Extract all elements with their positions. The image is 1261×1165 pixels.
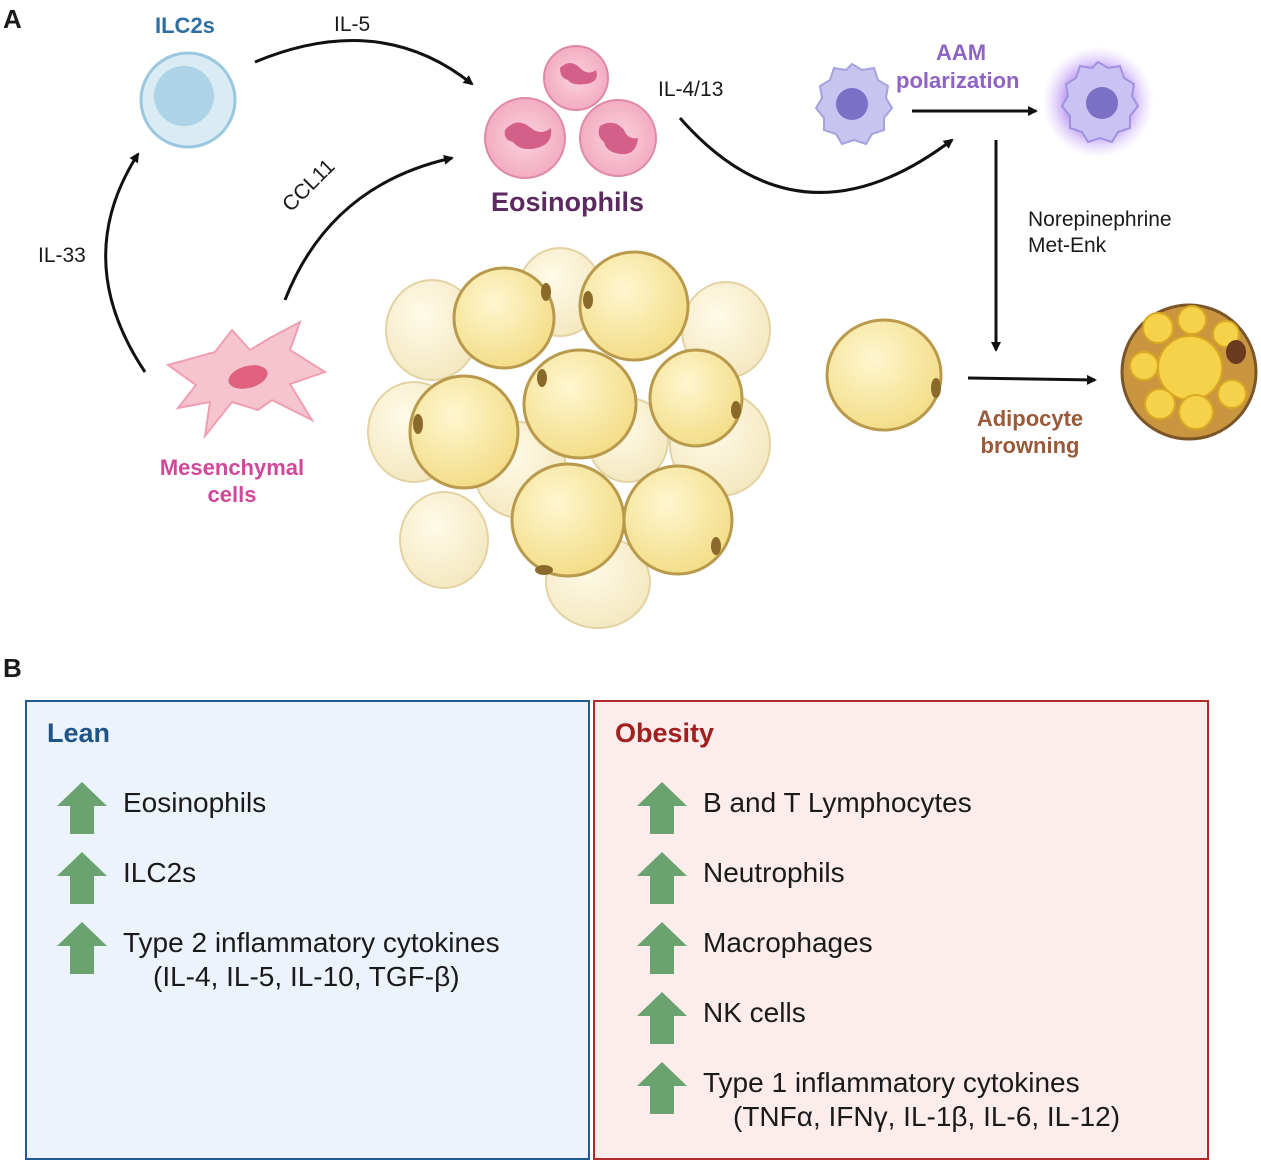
browning-label: browning [980, 433, 1080, 458]
lean-item-sublabel: (IL-4, IL-5, IL-10, TGF-β) [153, 961, 460, 992]
polarization-label: polarization [896, 68, 1020, 93]
mesenchymal-cells-label: cells [207, 482, 257, 507]
aam-label: AAM [936, 40, 987, 65]
arrow-ilc2-to-eosinophils [254, 39, 474, 86]
eosinophils-label: Eosinophils [491, 187, 645, 217]
ilc2s-label: ILC2s [155, 13, 215, 38]
obesity-item-lymphocytes: B and T Lymphocytes [637, 782, 972, 834]
panel-a-letter: A [3, 4, 22, 34]
obesity-item-macrophages: Macrophages [637, 922, 873, 974]
lean-title: Lean [47, 718, 111, 748]
up-arrow-icon [637, 1062, 687, 1114]
obesity-item-nk-cells: NK cells [637, 992, 806, 1044]
up-arrow-icon [57, 782, 107, 834]
obesity-item-label: Macrophages [703, 927, 873, 958]
white-adipocyte-icon [825, 318, 943, 432]
up-arrow-icon [57, 922, 107, 974]
obesity-item-label: NK cells [703, 997, 806, 1028]
eosinophil-cells-icon [484, 45, 657, 179]
obesity-item-sublabel: (TNFα, IFNγ, IL-1β, IL-6, IL-12) [733, 1101, 1121, 1132]
norepinephrine-label: Norepinephrine [1028, 208, 1172, 231]
lean-item-eosinophils: Eosinophils [57, 782, 266, 834]
obesity-box: Obesity B and T Lymphocytes Neutrophils … [593, 700, 1209, 1160]
polarized-macrophage-icon [1042, 46, 1154, 158]
up-arrow-icon [637, 782, 687, 834]
panel-a-diagram [104, 39, 1258, 629]
ilc2-cell-icon [139, 51, 237, 149]
lean-item-text: Type 2 inflammatory cytokines (IL-4, IL-… [123, 926, 500, 994]
up-arrow-icon [637, 852, 687, 904]
il4-13-label: IL-4/13 [658, 78, 724, 101]
met-enk-label: Met-Enk [1028, 234, 1107, 257]
il5-label: IL-5 [334, 13, 371, 36]
lean-item-label: Type 2 inflammatory cytokines [123, 927, 500, 958]
mesenchymal-label: Mesenchymal [159, 455, 305, 480]
lean-item-type2-cytokines: Type 2 inflammatory cytokines (IL-4, IL-… [57, 922, 500, 994]
il33-label: IL-33 [38, 244, 86, 267]
white-adipocyte-cluster-icon [367, 247, 771, 629]
adipocyte-label: Adipocyte [976, 406, 1084, 431]
arrow-mesenchymal-to-eosinophils [283, 154, 454, 301]
up-arrow-icon [637, 992, 687, 1044]
pathway-arrows [104, 39, 1097, 385]
obesity-item-label: B and T Lymphocytes [703, 787, 972, 818]
macrophage-cell-icon [814, 62, 894, 146]
panel-b-letter: B [3, 653, 22, 683]
lean-item-ilc2s: ILC2s [57, 852, 196, 904]
obesity-item-label: Type 1 inflammatory cytokines [703, 1067, 1080, 1098]
arrow-eosinophils-to-aam [678, 117, 954, 194]
lean-item-label: ILC2s [123, 857, 197, 888]
lean-item-label: Eosinophils [123, 787, 267, 818]
obesity-item-neutrophils: Neutrophils [637, 852, 845, 904]
arrow-adipocyte-browning [967, 374, 1097, 385]
mesenchymal-cell-icon [165, 319, 328, 440]
up-arrow-icon [637, 922, 687, 974]
obesity-item-label: Neutrophils [703, 857, 845, 888]
arrow-mesenchymal-to-ilc2 [104, 152, 147, 373]
obesity-title: Obesity [615, 718, 715, 748]
obesity-item-type1-cytokines: Type 1 inflammatory cytokines (TNFα, IFN… [637, 1062, 1120, 1134]
up-arrow-icon [57, 852, 107, 904]
beige-adipocyte-icon [1120, 303, 1258, 441]
obesity-item-text: Type 1 inflammatory cytokines (TNFα, IFN… [703, 1066, 1120, 1134]
lean-box: Lean Eosinophils ILC2s Type 2 inflammato… [25, 700, 590, 1160]
